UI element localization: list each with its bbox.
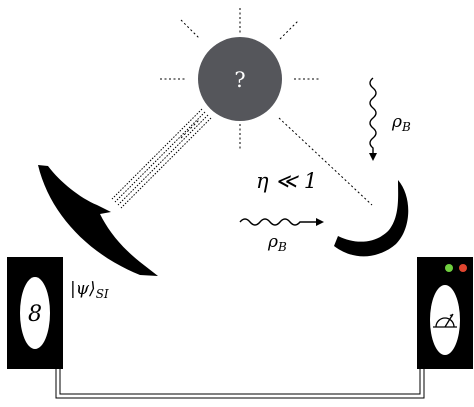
status-led-green xyxy=(445,264,453,272)
transmissivity-label: η ≪ 1 xyxy=(256,169,317,193)
detector-module xyxy=(417,257,473,369)
status-led-red xyxy=(459,264,467,272)
signal-beam xyxy=(111,108,212,209)
transmitter-dish-icon xyxy=(38,165,158,276)
unknown-source-symbol: ? xyxy=(234,68,245,92)
connecting-cable xyxy=(55,367,425,399)
idler-memory-module: 8 xyxy=(7,257,63,369)
unknown-source-circle xyxy=(198,37,282,121)
state-label: |ψ⟩SI xyxy=(70,279,109,301)
background-noise-wave-vertical xyxy=(369,77,377,161)
rho-label-top: ρB xyxy=(391,112,411,134)
probe-path-line xyxy=(278,117,373,206)
rho-label-bottom: ρB xyxy=(267,232,287,254)
receiver-mirror-icon xyxy=(334,180,409,257)
memory-display-symbol: 8 xyxy=(28,302,42,327)
background-noise-wave-horizontal xyxy=(239,218,324,226)
